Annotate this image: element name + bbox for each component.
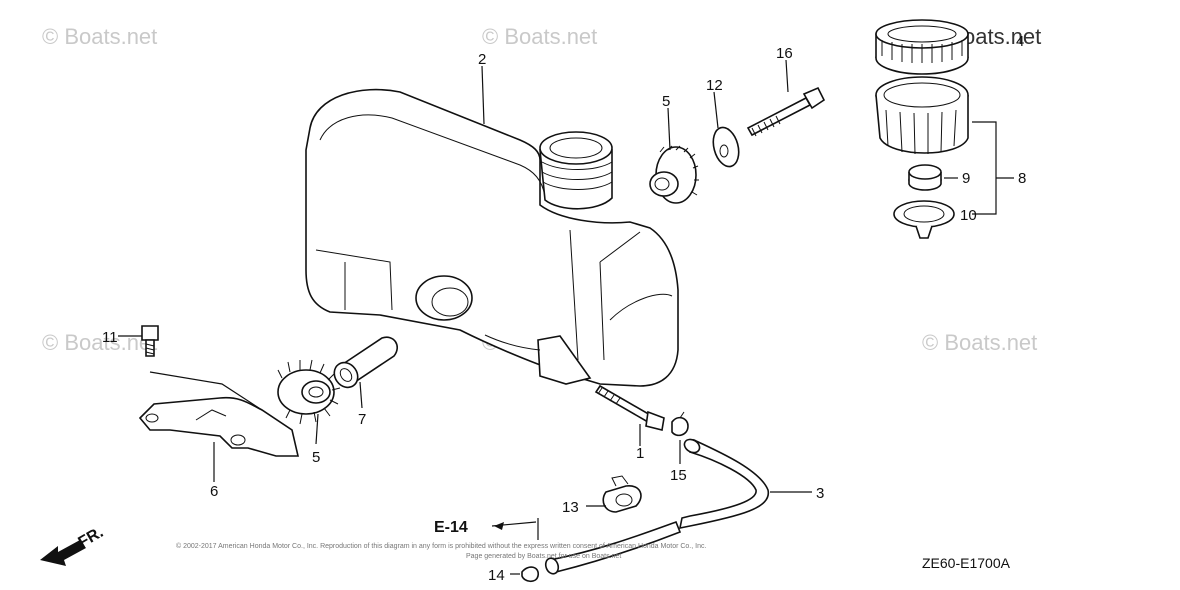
grommet-lower[interactable] <box>277 359 341 425</box>
fuel-tube[interactable] <box>678 437 770 530</box>
part-label-16: 16 <box>776 45 793 62</box>
fuel-tank[interactable] <box>305 88 679 387</box>
part-label-14: 14 <box>488 567 505 584</box>
part-label-4: 4 <box>1016 33 1024 50</box>
watermark-top-center: © Boats.net <box>482 24 598 49</box>
washer[interactable] <box>709 125 743 170</box>
cap-gasket[interactable] <box>893 200 955 239</box>
fuel-cap[interactable] <box>875 76 969 155</box>
part-label-10: 10 <box>960 207 977 224</box>
part-label-8: 8 <box>1018 170 1026 187</box>
part-label-11: 11 <box>102 329 118 346</box>
collar[interactable] <box>330 336 398 392</box>
part-label-12: 12 <box>706 77 723 94</box>
watermark-mid-left: © Boats.net <box>42 330 158 355</box>
filler-neck <box>539 131 613 210</box>
front-arrow-icon <box>40 540 86 566</box>
bracket[interactable] <box>138 396 300 457</box>
filter-screen[interactable] <box>875 19 969 75</box>
grommet-upper[interactable] <box>649 145 699 204</box>
part-label-1: 1 <box>636 445 644 462</box>
bolt-fuel-line[interactable] <box>594 384 665 431</box>
hose-clip[interactable] <box>671 411 689 437</box>
watermark-mid-right: © Boats.net <box>922 330 1038 355</box>
part-label-2: 2 <box>478 51 486 68</box>
part-label-9: 9 <box>962 170 970 187</box>
leader-lines <box>118 59 1014 575</box>
cap-seal[interactable] <box>908 164 942 191</box>
copyright-line-2: Page generated by Boats.net for use on B… <box>466 553 621 560</box>
part-label-13: 13 <box>562 499 579 516</box>
bolt-small[interactable] <box>141 325 159 357</box>
hose-clip-lower[interactable] <box>521 566 539 583</box>
part-label-5-upper: 5 <box>662 93 670 110</box>
fuel-hose-lower[interactable] <box>544 520 682 576</box>
copyright-line-1: © 2002-2017 American Honda Motor Co., In… <box>176 542 706 550</box>
part-label-15: 15 <box>670 467 687 484</box>
bolt-long[interactable] <box>746 86 826 137</box>
part-label-3: 3 <box>816 485 824 502</box>
part-label-7: 7 <box>358 411 366 428</box>
part-label-6: 6 <box>210 483 218 500</box>
reference-label: E-14 <box>434 519 468 536</box>
reference-arrow-icon <box>494 522 504 530</box>
part-label-5-lower: 5 <box>312 449 320 466</box>
diagram-code: ZE60-E1700A <box>922 555 1011 571</box>
watermark-top-left: © Boats.net <box>42 24 158 49</box>
tube-clamp[interactable] <box>602 475 642 513</box>
